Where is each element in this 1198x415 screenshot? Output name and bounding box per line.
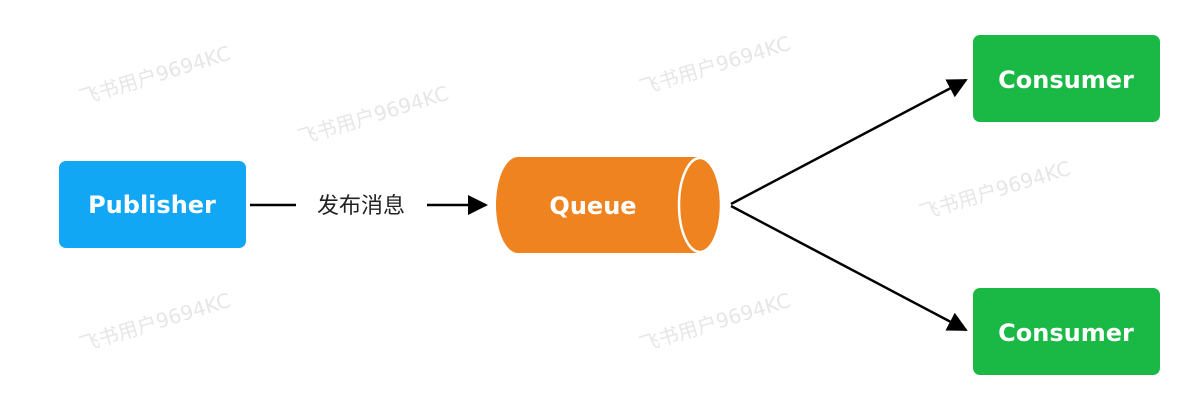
queue-node: Queue xyxy=(496,156,723,254)
watermark: 飞书用户9694KC xyxy=(916,156,1073,225)
consumer-bottom-node: Consumer xyxy=(973,288,1160,375)
publish-edge-label: 发布消息 xyxy=(317,194,405,219)
publisher-node: Publisher xyxy=(59,161,246,248)
watermark: 飞书用户9694KC xyxy=(76,288,233,357)
consumer-top-node: Consumer xyxy=(973,35,1160,122)
watermark: 飞书用户9694KC xyxy=(636,288,793,357)
edge-to-consumer-bottom xyxy=(730,204,968,332)
watermark: 飞书用户9694KC xyxy=(76,41,233,110)
consumer-top-label: Consumer xyxy=(998,66,1134,94)
publish-edge: 发布消息 xyxy=(250,194,488,219)
watermark: 飞书用户9694KC xyxy=(294,81,451,150)
watermark: 飞书用户9694KC xyxy=(636,31,793,100)
edge-to-consumer-top xyxy=(730,78,968,206)
publisher-label: Publisher xyxy=(88,191,216,219)
queue-label: Queue xyxy=(549,192,636,220)
consumer-bottom-label: Consumer xyxy=(998,319,1134,347)
